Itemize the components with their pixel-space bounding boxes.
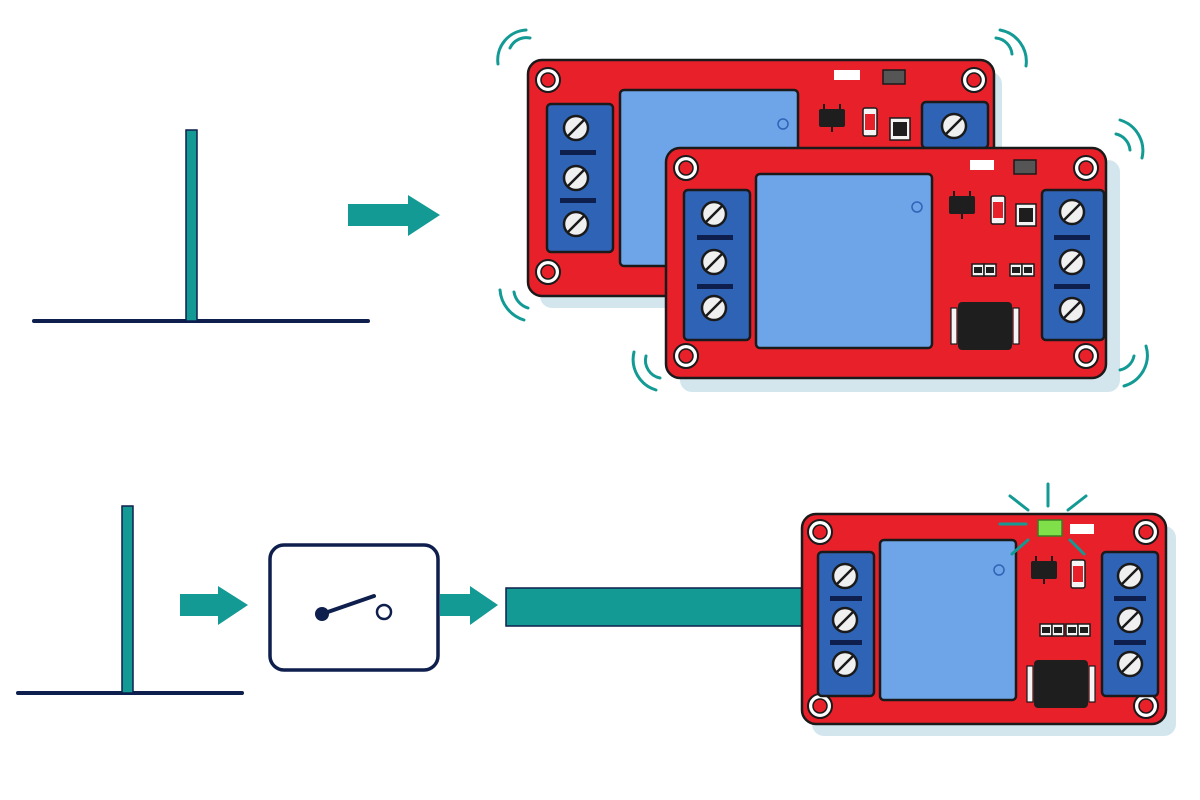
pulse-spike [185, 129, 198, 322]
open-switch-icon [268, 543, 440, 672]
steady-signal-bar [505, 587, 809, 627]
arrow-right-icon [440, 586, 498, 625]
arrow-right-icon [348, 195, 440, 236]
relay-board-steady [800, 482, 1176, 736]
pulse-spike [121, 505, 134, 694]
arrow-right-icon [180, 586, 248, 625]
relay-board-front [631, 118, 1149, 392]
led-green-lit [1037, 519, 1063, 537]
pulse-signal-icon [32, 129, 370, 323]
pulse-signal-icon-bottom [16, 505, 244, 695]
